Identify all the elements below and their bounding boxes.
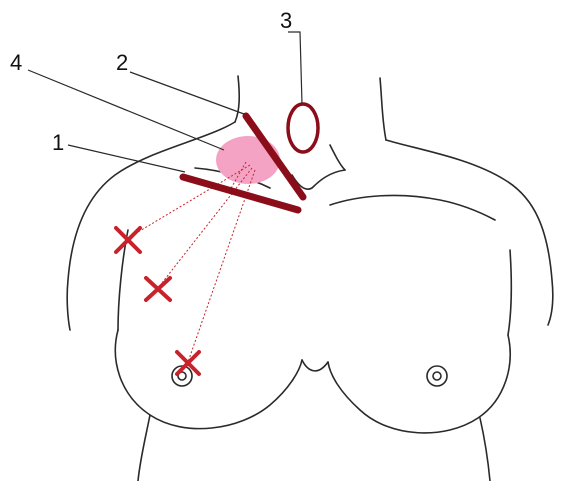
callout-label-3: 3 — [280, 8, 292, 33]
callout-label-1: 1 — [52, 130, 64, 155]
callout-leader-2 — [130, 72, 244, 114]
right-nipple-outer — [427, 366, 447, 386]
pink-shaded-area — [216, 136, 280, 184]
pathway-line-lower — [188, 170, 255, 362]
right-clavicle-line — [330, 195, 495, 220]
right-side-line — [508, 250, 511, 335]
right-shoulder-line — [386, 140, 553, 325]
lower-right-torso-line — [480, 418, 490, 481]
neck-ring-marker — [288, 104, 318, 152]
lower-left-torso-line — [138, 415, 150, 481]
right-nipple-inner — [433, 372, 441, 380]
cleavage-line — [302, 360, 328, 371]
right-breast-line — [328, 335, 510, 433]
torso-outline — [67, 76, 553, 481]
sternal-notch-line — [292, 170, 345, 189]
left-breast-line — [115, 330, 302, 429]
x-cross-icon — [146, 278, 170, 300]
neck-right-line — [380, 78, 386, 140]
callout-label-4: 4 — [10, 50, 22, 75]
neck-left-line — [235, 76, 239, 122]
callout-label-2: 2 — [116, 50, 128, 75]
x-cross-icon-group — [116, 228, 199, 374]
x-cross-icon — [177, 352, 199, 374]
callout-leader-3 — [288, 32, 302, 104]
neck-inner-line — [330, 145, 345, 170]
